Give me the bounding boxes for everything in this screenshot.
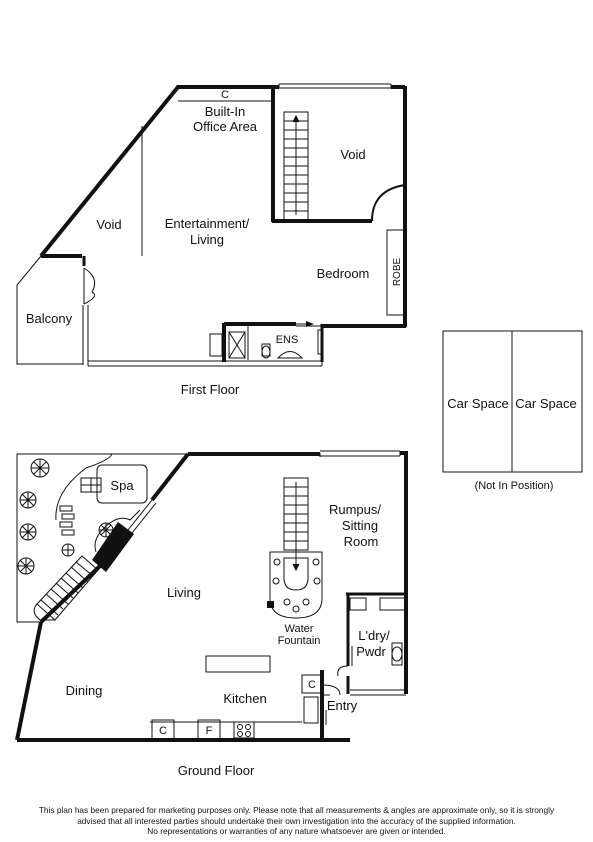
water-fountain-label-line1: Water	[285, 623, 314, 635]
robe-label: ROBE	[392, 258, 403, 287]
entry-area	[301, 670, 341, 740]
disclaimer: This plan has been prepared for marketin…	[0, 805, 593, 837]
ensuite	[209, 321, 324, 362]
garden-boundary	[16, 453, 188, 623]
garden-plants	[17, 458, 114, 575]
kitchen-cupboard-label: C	[159, 725, 167, 737]
water-fountain	[269, 551, 323, 619]
first-floor-bottom-window	[87, 360, 323, 367]
first-floor-title: First Floor	[181, 382, 240, 397]
ground-floor-top-window	[320, 450, 401, 457]
rumpus-label-line2: Sitting	[342, 518, 378, 533]
ground-floor-diagonal-wall	[150, 452, 190, 502]
entry-window	[350, 689, 406, 696]
entertainment-living-label-line2: Living	[190, 232, 224, 247]
disclaimer-line-2: advised that all interested parties shou…	[77, 815, 516, 826]
car-space-note: (Not In Position)	[475, 480, 554, 492]
balcony-label: Balcony	[26, 311, 73, 326]
ground-floor-title: Ground Floor	[178, 763, 255, 778]
garden-stairs	[33, 555, 99, 621]
void-left-label: Void	[96, 217, 121, 232]
first-floor-balcony-window	[82, 305, 89, 365]
ground-living-label: Living	[167, 585, 201, 600]
entry-label: Entry	[327, 698, 358, 713]
water-fountain-label-line2: Fountain	[278, 635, 321, 647]
car-space-2-label: Car Space	[515, 396, 576, 411]
entry-cupboard-label: C	[308, 679, 316, 691]
entertainment-living-label-line1: Entertainment/	[165, 216, 250, 231]
first-floor-top-window	[278, 83, 392, 89]
ground-floor-plan	[15, 450, 408, 742]
stepping-stones	[59, 505, 75, 536]
fridge-label: F	[206, 725, 213, 737]
disclaimer-line-1: This plan has been prepared for marketin…	[38, 805, 555, 815]
kitchen-island	[205, 655, 271, 673]
ensuite-label: ENS	[276, 334, 299, 346]
bedroom-label: Bedroom	[317, 266, 370, 281]
laundry-walls	[337, 592, 407, 694]
office-label-line1: Built-In	[205, 104, 245, 119]
spa-steps	[80, 477, 102, 493]
void-right-curve	[371, 184, 406, 222]
first-floor-outer-wall	[39, 85, 279, 258]
office-label-line2: Office Area	[193, 119, 258, 134]
laundry-label-line2: Pwdr	[356, 644, 386, 659]
rumpus-label-line3: Room	[344, 534, 379, 549]
car-spaces	[442, 330, 583, 473]
balcony-door	[83, 267, 96, 305]
fireplace	[92, 522, 134, 572]
first-floor-stairs	[283, 111, 309, 222]
kitchen-bench	[150, 719, 302, 741]
car-space-1-label: Car Space	[447, 396, 508, 411]
spa-label: Spa	[110, 478, 134, 493]
spa	[96, 464, 148, 504]
fountain-pump	[267, 601, 274, 608]
office-cupboard-label: C	[221, 89, 229, 101]
balcony-outline	[16, 255, 83, 365]
laundry-label-line1: L'dry/	[358, 628, 390, 643]
robe-cupboard	[386, 229, 406, 316]
rumpus-label-line1: Rumpus/	[329, 502, 381, 517]
dining-label: Dining	[66, 683, 103, 698]
first-floor-plan	[16, 83, 407, 367]
void-right-label: Void	[340, 147, 365, 162]
disclaimer-line-3: No representations or warranties of any …	[147, 826, 446, 836]
ground-floor-stairs	[283, 477, 309, 572]
kitchen-label: Kitchen	[223, 691, 266, 706]
